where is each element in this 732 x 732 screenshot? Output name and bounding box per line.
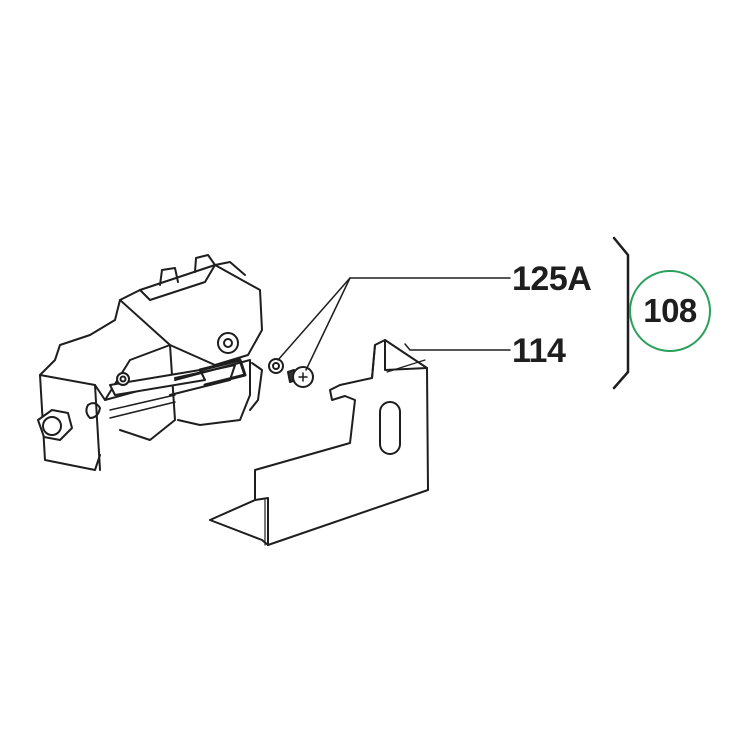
callout-label-125a: 125A [512,260,592,298]
screw [287,366,314,388]
group-number: 108 [643,292,697,329]
cover-bracket [209,339,429,546]
callout-label-114: 114 [512,332,566,370]
group-number-circle: 108 [629,270,711,352]
star-washer [268,358,284,374]
group-brace [612,236,630,390]
bracket-assembly [37,254,263,471]
leader-lines [277,277,511,371]
